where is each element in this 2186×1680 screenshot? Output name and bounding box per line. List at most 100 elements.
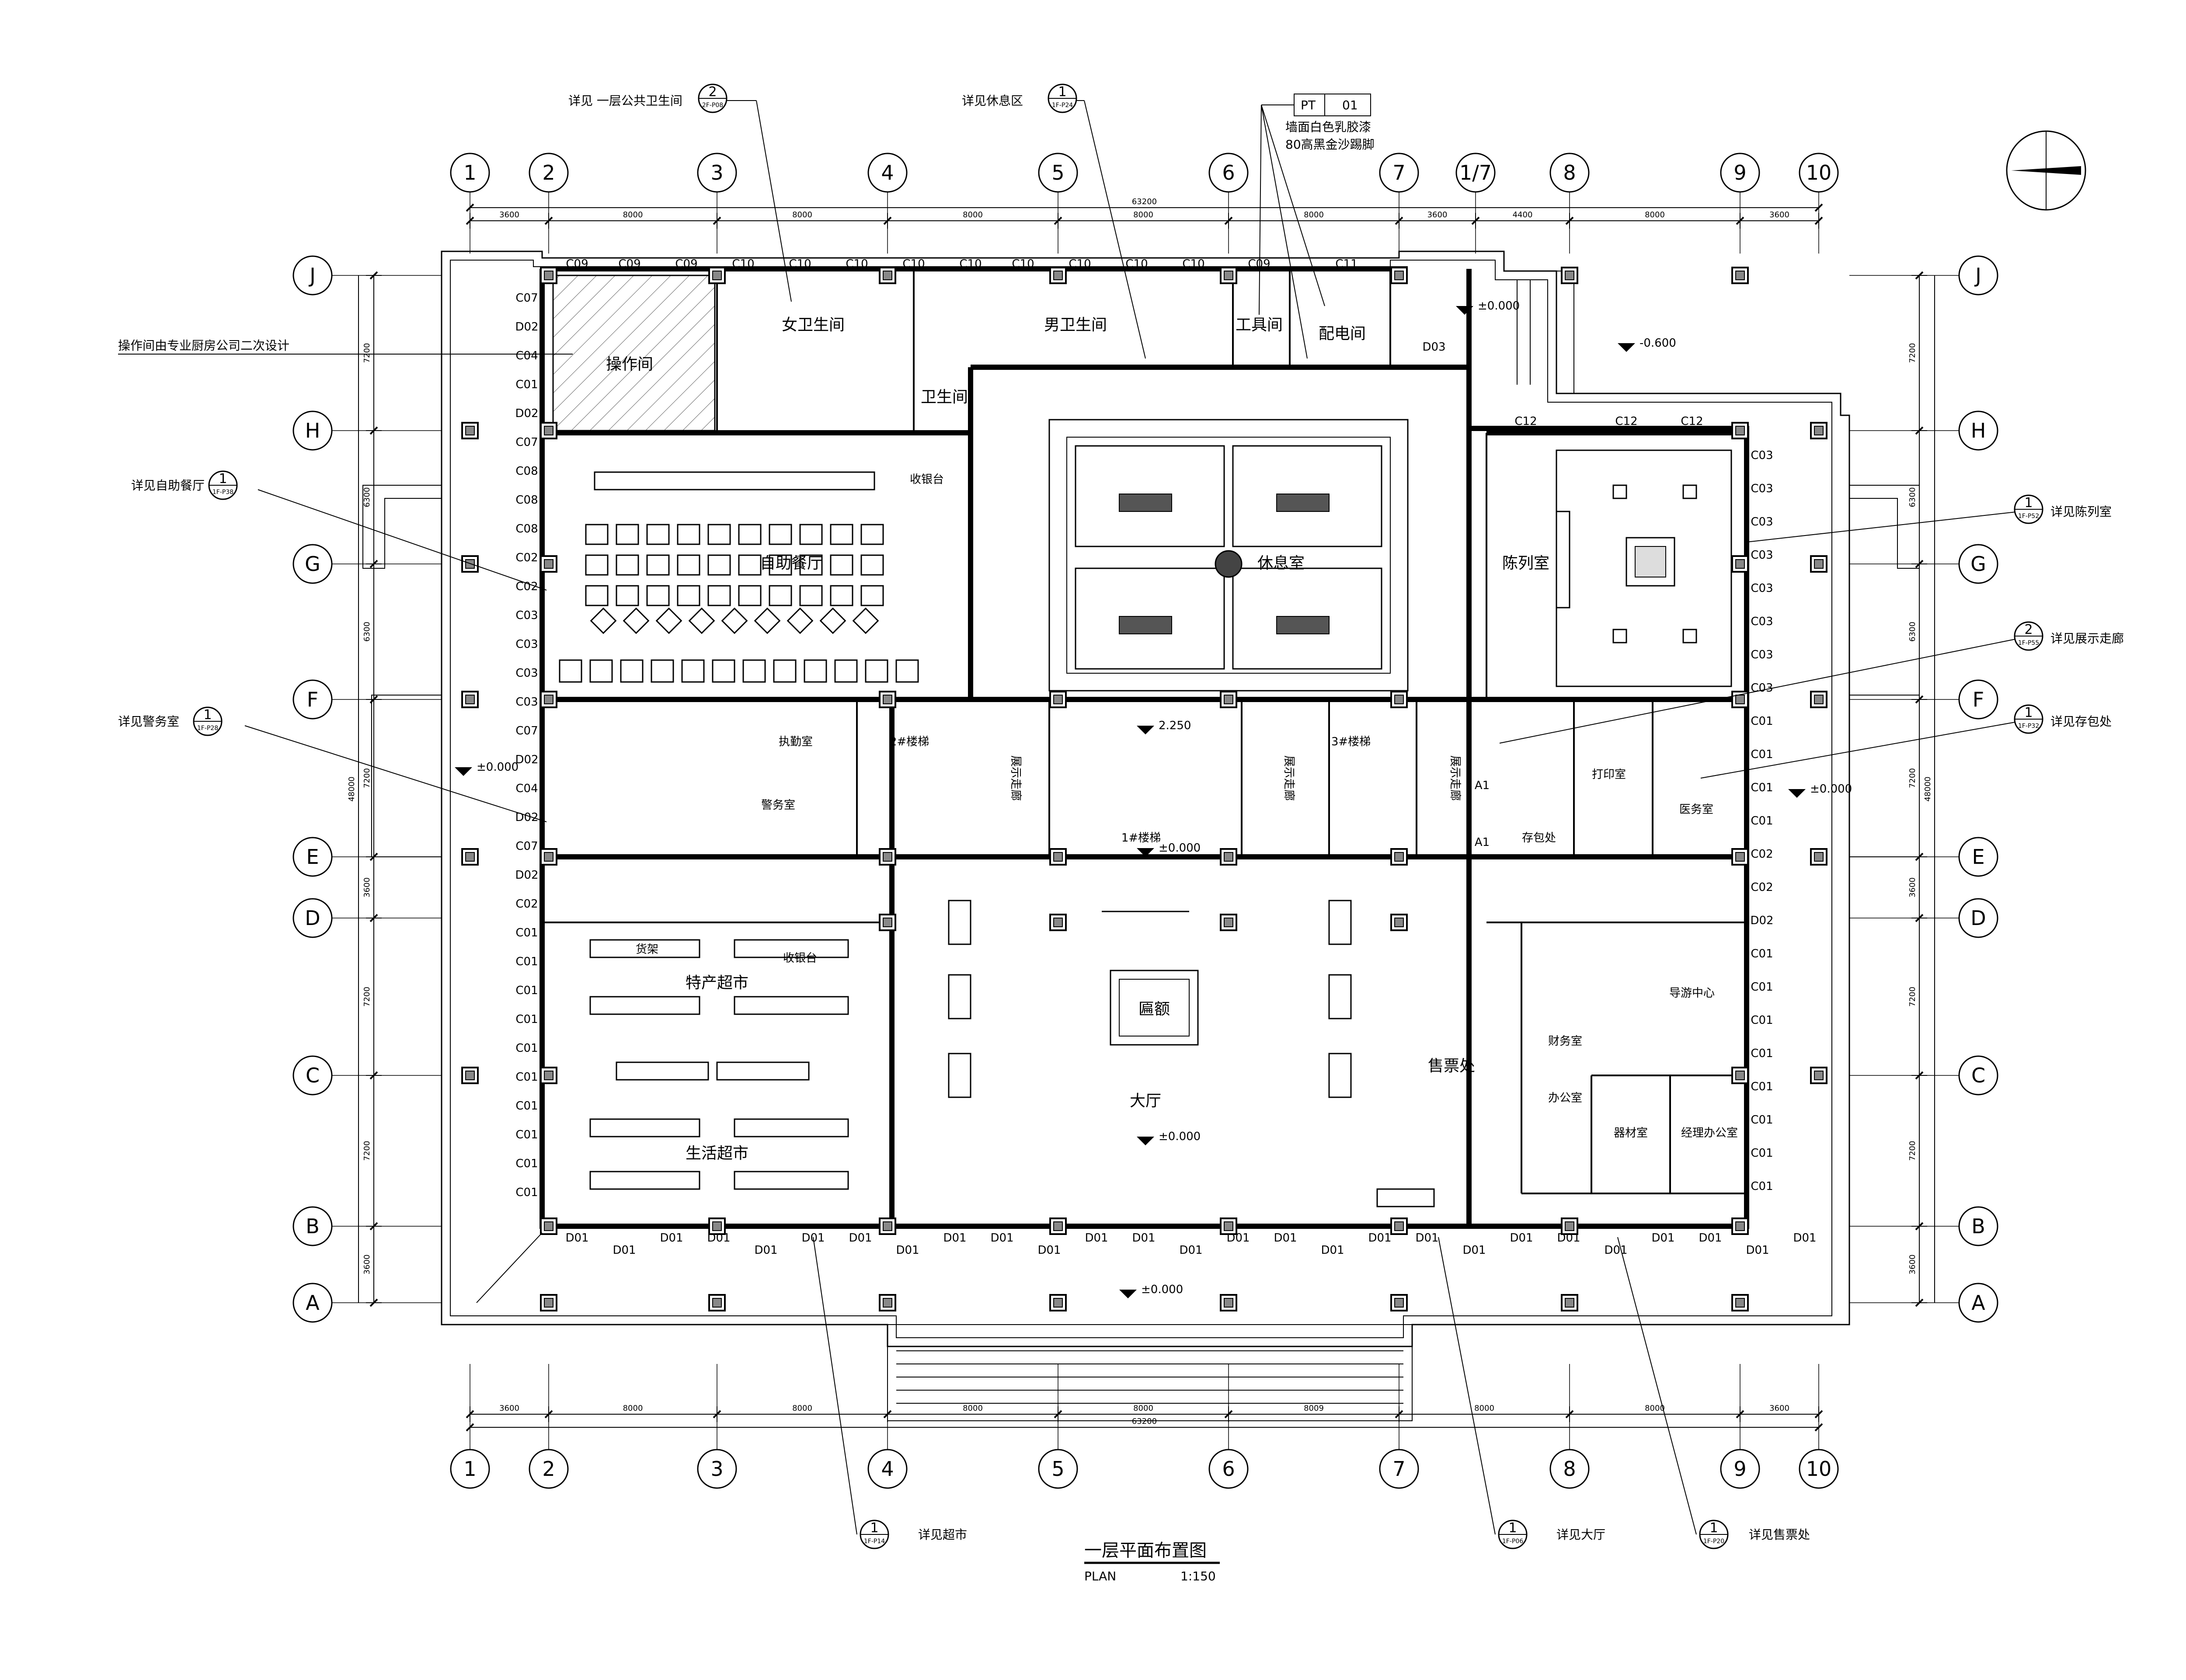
column xyxy=(1810,422,1827,439)
svg-text:1F-P32: 1F-P32 xyxy=(2018,723,2039,730)
column xyxy=(1220,691,1237,708)
room-lounge: 休息室 xyxy=(1257,554,1305,572)
svg-text:G: G xyxy=(1970,552,1986,576)
room-office: 办公室 xyxy=(1548,1092,1582,1105)
svg-text:A: A xyxy=(1971,1291,1985,1315)
code-d03: D03 xyxy=(1422,341,1445,354)
svg-text:1F-P55: 1F-P55 xyxy=(2018,640,2039,647)
column xyxy=(1390,1294,1408,1311)
elev-top-right-a: ±0.000 xyxy=(1456,299,1520,315)
svg-text:B: B xyxy=(1971,1214,1985,1238)
grid-col-bottom-7: 7 xyxy=(1379,1449,1419,1489)
grid-col-bottom-9: 9 xyxy=(1720,1449,1760,1489)
svg-text:±0.000: ±0.000 xyxy=(477,761,519,774)
room-labels: 操作间 女卫生间 男卫生间 卫生间 工具间 配电间 自助餐厅 收银台 休息室 陈… xyxy=(606,316,1738,1162)
code-bottom: D01 xyxy=(849,1231,872,1245)
room-operation: 操作间 xyxy=(606,355,653,373)
column xyxy=(1220,1217,1237,1235)
code-top: C10 xyxy=(732,257,754,271)
grid-col-bottom-4: 4 xyxy=(867,1449,908,1489)
room-women-wc: 女卫生间 xyxy=(782,316,845,334)
top-right-entrance xyxy=(1504,271,1574,393)
grid-row-right-F: F xyxy=(1958,679,1998,720)
svg-text:E: E xyxy=(306,845,319,869)
code-bottom: D01 xyxy=(1699,1231,1722,1245)
room-stair-3: 3#楼梯 xyxy=(1331,735,1371,748)
svg-text:6300: 6300 xyxy=(1908,622,1917,642)
room-men-wc: 男卫生间 xyxy=(1044,316,1107,334)
code-bottom: D01 xyxy=(1274,1231,1297,1245)
svg-text:48000: 48000 xyxy=(347,776,356,801)
svg-text:8000: 8000 xyxy=(792,210,812,219)
svg-text:8000: 8000 xyxy=(963,210,983,219)
svg-text:H: H xyxy=(1971,419,1986,442)
drawing-title: 一层平面布置图 xyxy=(1084,1541,1207,1561)
room-checkout: 收银台 xyxy=(783,952,817,965)
svg-text:±0.000: ±0.000 xyxy=(1159,1130,1201,1143)
column xyxy=(1561,1217,1578,1235)
svg-text:1/7: 1/7 xyxy=(1459,161,1492,184)
column xyxy=(1731,1294,1749,1311)
code-left: C01 xyxy=(515,1013,538,1026)
code-right: C03 xyxy=(1751,515,1773,529)
grid-row-left-H: H xyxy=(292,410,333,451)
note-baggage-detail: 详见存包处 xyxy=(2050,714,2112,729)
grid-col-top-7: 7 xyxy=(1379,153,1419,193)
code-right: C03 xyxy=(1751,615,1773,628)
svg-text:1: 1 xyxy=(870,1520,878,1536)
code-right: C01 xyxy=(1751,981,1773,994)
code-bottom: D01 xyxy=(990,1231,1013,1245)
column xyxy=(1810,1067,1827,1084)
callout-bubble: 11F-P52 xyxy=(2014,494,2043,524)
svg-text:1: 1 xyxy=(219,471,227,487)
grid-row-left-J: J xyxy=(292,255,333,296)
room-medical: 医务室 xyxy=(1679,803,1713,816)
note-corridor-detail: 详见展示走廊 xyxy=(2050,631,2124,646)
elev-hall: ±0.000 xyxy=(1137,842,1201,857)
room-daily-market: 生活超市 xyxy=(686,1144,748,1162)
column xyxy=(1220,848,1237,866)
svg-text:8000: 8000 xyxy=(1133,1404,1153,1413)
column xyxy=(1049,1217,1067,1235)
column xyxy=(461,691,479,708)
code-left: C04 xyxy=(515,349,538,362)
code-bottom: D01 xyxy=(1226,1231,1250,1245)
code-right: C03 xyxy=(1751,482,1773,495)
svg-text:2.250: 2.250 xyxy=(1159,719,1191,732)
column xyxy=(1731,267,1749,284)
code-left: C01 xyxy=(515,1186,538,1199)
room-finance: 财务室 xyxy=(1548,1035,1582,1048)
column xyxy=(1561,1294,1578,1311)
grid-col-top-3: 3 xyxy=(697,153,737,193)
svg-text:1: 1 xyxy=(463,161,476,184)
svg-text:3: 3 xyxy=(710,1457,723,1481)
svg-text:5: 5 xyxy=(1051,161,1064,184)
column xyxy=(1049,1294,1067,1311)
room-guide: 导游中心 xyxy=(1669,987,1715,1000)
code-right: C01 xyxy=(1751,1147,1773,1160)
column xyxy=(708,267,726,284)
svg-text:2: 2 xyxy=(2024,622,2033,637)
svg-text:J: J xyxy=(308,264,316,287)
grid-col-bottom-10: 10 xyxy=(1799,1449,1839,1489)
code-top: C09 xyxy=(566,257,588,271)
code-bottom: D01 xyxy=(943,1231,966,1245)
svg-text:6300: 6300 xyxy=(1908,487,1917,508)
grid-row-right-E: E xyxy=(1958,837,1998,877)
code-right: C03 xyxy=(1751,582,1773,595)
column xyxy=(879,691,896,708)
svg-text:J: J xyxy=(1974,264,1981,287)
note-ticket-detail: 详见售票处 xyxy=(1749,1527,1810,1542)
lounge-room xyxy=(1048,419,1409,692)
code-left: C02 xyxy=(515,580,538,593)
code-left: C02 xyxy=(515,551,538,564)
code-left: C01 xyxy=(515,1157,538,1170)
exhibition-room xyxy=(1556,449,1732,687)
svg-text:D: D xyxy=(1970,906,1986,930)
